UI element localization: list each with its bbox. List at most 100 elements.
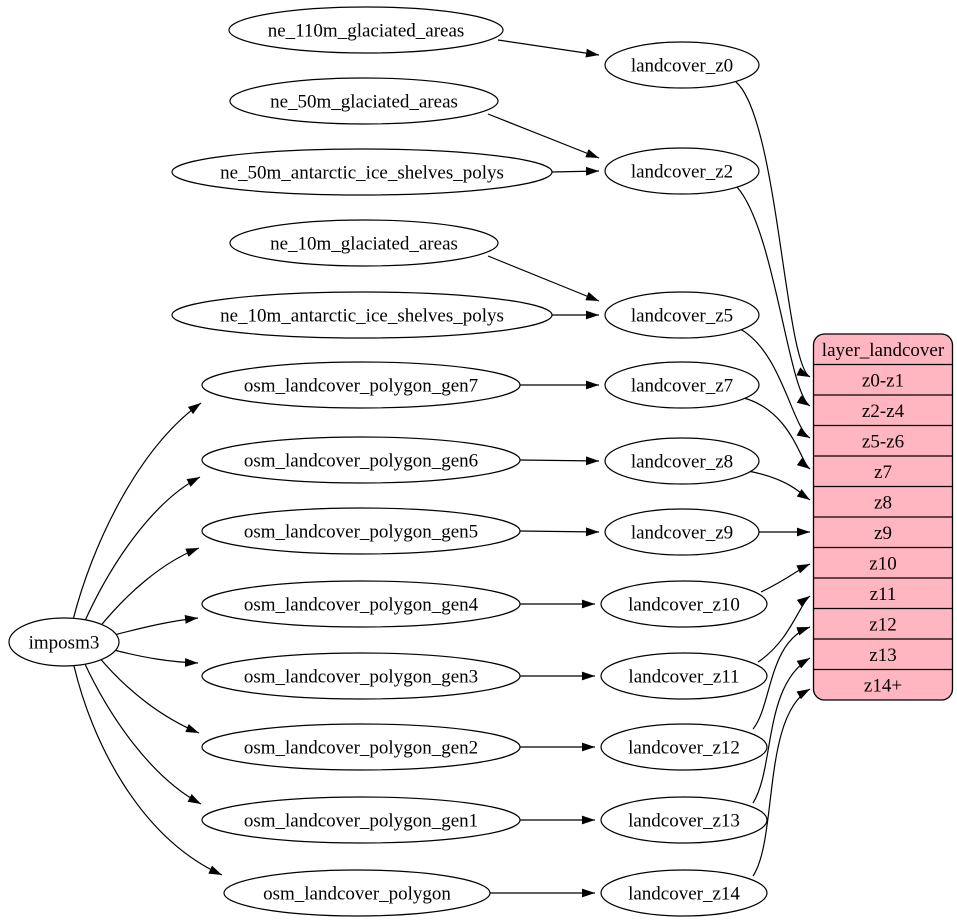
table-row-z13: z13 [869,645,896,666]
edge-imposm3--osm_landcover_polygon_gen7 [72,402,202,621]
table-title: layer_landcover [822,340,945,361]
node-osm_landcover_polygon: osm_landcover_polygon [223,869,491,917]
edge-osm_landcover_polygon_gen5--landcover_z9 [519,527,600,537]
node-label: osm_landcover_polygon_gen3 [244,667,478,688]
node-ellipse [229,219,499,267]
node-landcover_z12: landcover_z12 [600,723,768,771]
node-ellipse [223,869,491,917]
edge-landcover_z0--layer_landcover-z0-z1 [735,81,811,378]
node-imposm3: imposm3 [8,617,120,667]
node-label: ne_50m_antarctic_ice_shelves_polys [220,163,504,184]
edge-ne_110m_glaciated_areas--landcover_z0 [497,39,600,58]
table-layer-landcover: layer_landcover z0-z1 z2-z4 z5-z6 z7 z8 … [812,333,954,701]
node-label: ne_110m_glaciated_areas [268,21,465,42]
node-ellipse [229,77,499,125]
node-label: landcover_z12 [628,738,740,759]
edge-landcover_z5--layer_landcover-z5-z6 [739,328,811,439]
edge-landcover_z11--layer_landcover-z11 [757,595,811,663]
node-label: landcover_z7 [631,376,733,397]
edge-landcover_z12--layer_landcover-z12 [752,626,811,730]
edge-imposm3--osm_landcover_polygon_gen2 [97,655,200,734]
node-landcover_z14: landcover_z14 [600,869,768,917]
node-label: landcover_z0 [631,56,733,77]
table-row-z12: z12 [869,614,896,635]
node-osm_landcover_polygon_gen4: osm_landcover_polygon_gen4 [201,580,521,628]
node-ellipse [201,723,521,771]
table-row-z5-z6: z5-z6 [862,431,904,452]
node-osm_landcover_polygon_gen3: osm_landcover_polygon_gen3 [201,652,521,700]
node-ellipse [604,291,760,339]
table-row-z2-z4: z2-z4 [862,401,905,422]
node-ne_10m_antarctic_ice_shelves_polys: ne_10m_antarctic_ice_shelves_polys [171,291,553,339]
edge-imposm3--osm_landcover_polygon_gen3 [113,649,199,667]
node-ne_50m_glaciated_areas: ne_50m_glaciated_areas [229,77,499,125]
node-landcover_z7: landcover_z7 [604,361,760,409]
node-landcover_z0: landcover_z0 [604,41,760,89]
edge-imposm3--osm_landcover_polygon_gen1 [83,661,202,805]
table-row-z8: z8 [874,492,892,513]
node-ellipse [600,869,768,917]
node-label: osm_landcover_polygon [263,884,451,905]
edge-landcover_z7--layer_landcover-z7 [743,397,811,470]
node-label: landcover_z5 [631,306,733,327]
edge-landcover_z13--layer_landcover-z13 [752,657,811,804]
node-label: osm_landcover_polygon_gen4 [244,595,479,616]
node-ellipse [600,652,768,700]
node-ellipse [201,507,521,555]
node-landcover_z13: landcover_z13 [600,796,768,844]
node-label: landcover_z9 [631,523,733,544]
node-label: ne_10m_glaciated_areas [270,234,458,255]
node-ellipse [171,148,553,196]
node-ellipse [8,617,120,667]
edge-landcover_z10--layer_landcover-z10 [760,563,811,593]
node-ne_50m_antarctic_ice_shelves_polys: ne_50m_antarctic_ice_shelves_polys [171,148,553,196]
edge-ne_50m_antarctic_ice_shelves_polys--landcover_z2 [551,166,600,176]
node-ellipse [201,580,521,628]
edge-ne_10m_glaciated_areas--landcover_z5 [487,255,600,302]
edges [72,39,811,898]
edge-landcover_z14--layer_landcover-z14plus [752,688,811,877]
node-osm_landcover_polygon_gen1: osm_landcover_polygon_gen1 [201,796,521,844]
node-landcover_z2: landcover_z2 [604,147,760,195]
table-row-z14plus: z14+ [864,675,902,696]
table-row-z10: z10 [869,553,896,574]
node-landcover_z10: landcover_z10 [600,580,768,628]
node-ellipse [600,723,768,771]
node-label: ne_50m_glaciated_areas [270,92,458,113]
edge-landcover_z8--layer_landcover-z8 [747,470,811,501]
node-ellipse [604,508,760,556]
node-label: ne_10m_antarctic_ice_shelves_polys [220,306,504,327]
edge-landcover_z2--layer_landcover-z2-z4 [736,186,811,407]
node-ellipse [201,796,521,844]
node-label: osm_landcover_polygon_gen7 [244,376,478,397]
node-label: landcover_z14 [628,884,740,905]
node-label: landcover_z2 [631,162,733,183]
edge-imposm3--osm_landcover_polygon_gen5 [97,547,200,630]
edge-ne_50m_glaciated_areas--landcover_z2 [487,113,600,159]
table-row-z7: z7 [874,462,892,483]
node-ellipse [600,580,768,628]
node-landcover_z11: landcover_z11 [600,652,768,700]
node-ellipse [604,147,760,195]
node-label: landcover_z11 [628,667,739,688]
node-label: landcover_z10 [628,595,740,616]
node-ellipse [604,437,760,485]
nodes: ne_110m_glaciated_areas ne_50m_glaciated… [8,6,768,917]
node-label: osm_landcover_polygon_gen1 [244,811,478,832]
node-osm_landcover_polygon_gen7: osm_landcover_polygon_gen7 [201,361,521,409]
node-osm_landcover_polygon_gen6: osm_landcover_polygon_gen6 [201,436,521,484]
table-row-z11: z11 [870,584,897,605]
node-ellipse [201,361,521,409]
node-ellipse [201,652,521,700]
node-label: osm_landcover_polygon_gen5 [244,522,478,543]
node-ellipse [201,436,521,484]
edge-osm_landcover_polygon_gen6--landcover_z8 [519,456,600,466]
node-landcover_z9: landcover_z9 [604,508,760,556]
node-label: osm_landcover_polygon_gen6 [244,451,478,472]
table-row-z9: z9 [874,523,892,544]
node-ellipse [600,796,768,844]
edge-imposm3--osm_landcover_polygon_gen6 [83,476,201,624]
node-label: imposm3 [29,633,100,654]
